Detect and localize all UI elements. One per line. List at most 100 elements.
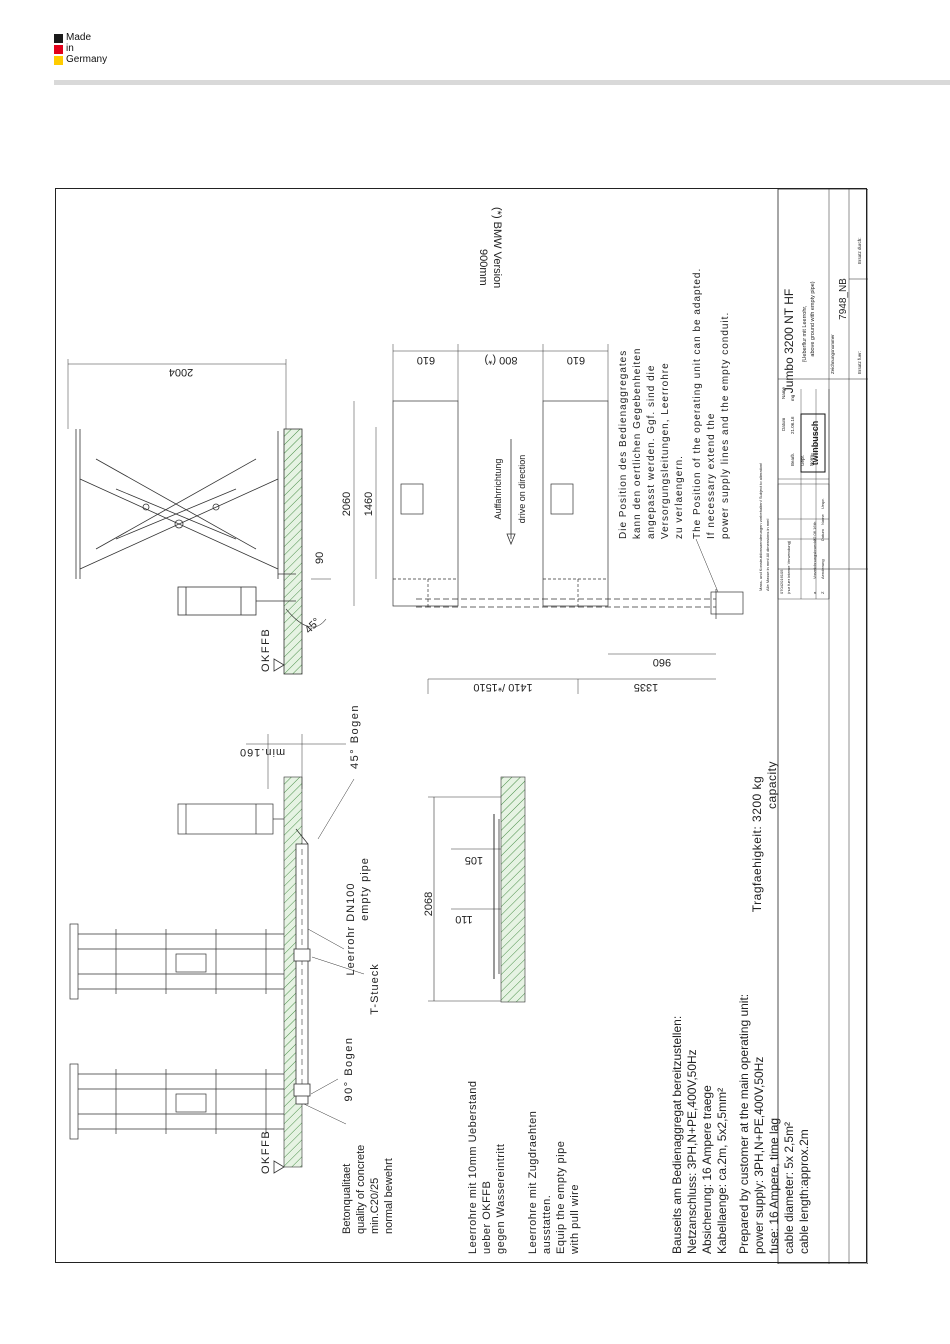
dim-2004: 2004 <box>67 359 287 429</box>
subtitle-de: (Ueberflur mit Leerrohr, <box>802 305 808 362</box>
beton-en-label: quality of concrete <box>355 1145 367 1234</box>
plan-view <box>392 400 744 619</box>
pipe-note-line-1: Leerrohre mit 10mm Ueberstand <box>467 1081 479 1254</box>
dim-800-label: 800 (*) <box>484 354 517 366</box>
dim-610b-label: 610 <box>567 354 585 366</box>
technical-drawing-sheet: Jumbo 3200 NT HF (Ueberflur mit Leerrohr… <box>55 188 869 1265</box>
dim-105-label: 105 <box>465 854 483 866</box>
revision-name: th <box>812 522 817 525</box>
drive-en-label: drive on direction <box>517 455 527 524</box>
replaced-by-label: Ersatz durch: <box>857 237 862 264</box>
lift-side-view <box>75 428 303 675</box>
dim-1410-label: 1410 /*1510 <box>473 681 532 693</box>
internal-use-note: (nur fuer interne Verwendung) <box>786 540 791 594</box>
title-text: Jumbo 3200 NT HF <box>782 289 796 394</box>
project-number: 07042016105 <box>779 569 784 594</box>
dim-960-label: 960 <box>653 656 671 668</box>
okffb-top-label: OKFFB <box>260 628 272 672</box>
angle-45-label: 45° <box>303 616 323 636</box>
pipe-section-view <box>283 776 311 1168</box>
drive-direction-arrow: Auffahrrichtung drive on direction <box>493 439 527 546</box>
power-en-line-1: Prepared by customer at the main operati… <box>737 994 751 1254</box>
drawing-number: 7948_NB <box>838 278 849 320</box>
dim-2060-label: 2060 <box>341 492 353 516</box>
foundation-plan-drawing: Jumbo 3200 NT HF (Ueberflur mit Leerrohr… <box>67 188 869 1265</box>
date-value: 21.06.16 <box>790 416 795 434</box>
datum-label: Datum <box>781 417 786 431</box>
pipe-note-line-2: ueber OKFFB <box>481 1181 493 1254</box>
flag-yellow-square <box>54 55 63 65</box>
revision-label: a <box>812 591 817 594</box>
dim-110-label: 110 <box>455 913 473 925</box>
drawing-number-label: Zeichnungsnummer <box>830 334 835 374</box>
beton-bew-label: normal bewehrt <box>383 1158 395 1234</box>
bmw-version-label: (*) BMW Version <box>491 207 503 288</box>
dim-90-label: 90 <box>314 552 326 564</box>
wire-note-line-1: Leerrohre mit Zugdraehten <box>527 1111 539 1254</box>
col-origin-label: Urspr. <box>820 498 825 509</box>
pos-de-line-5: zu verlaengern. <box>674 455 685 539</box>
flag-black-square <box>54 33 63 43</box>
notice-line-2: Alle Masse in mm! All dimensions in mm! <box>765 519 770 591</box>
beton-de-label: Betonqualitaet <box>341 1164 353 1234</box>
platform-left <box>392 400 459 607</box>
dim-2004-label: 2004 <box>169 366 193 378</box>
operating-unit-note: Die Position des Bedienaggregates kann d… <box>618 268 731 593</box>
lift-front-view-1 <box>69 923 284 1000</box>
drive-de-label: Auffahrrichtung <box>493 459 503 520</box>
dim-min160-label: min.160 <box>239 746 285 758</box>
flag-red-square <box>54 44 63 54</box>
pipe-note-line-3: gegen Wassereintritt <box>495 1144 507 1254</box>
power-de-line-4: Kabellaenge: ca.2m, 5x2,5mm² <box>715 1088 729 1254</box>
pos-de-line-4: Versorgungsleitungen, Leerrohre <box>660 362 671 539</box>
name-value: mg <box>790 394 795 401</box>
revision-text: Vorzeichnungsbruecke <box>812 538 817 579</box>
power-en-line-2: power supply: 3PH,N+PE,400V,50Hz <box>752 1057 766 1254</box>
beton-c-label: min.C20/25 <box>369 1178 381 1234</box>
concrete-slab-top <box>283 428 303 675</box>
power-de-line-3: Absicherung: 16 Ampere traege <box>700 1085 714 1254</box>
pos-de-line-3: angepasst werden. Ggf. sind die <box>646 365 657 539</box>
pit-section-view: 2068 105 110 <box>423 776 526 1003</box>
col-date-label: Datum <box>820 529 825 541</box>
col-change-label: Aenderung <box>820 559 825 579</box>
dim-1460-label: 1460 <box>363 492 375 516</box>
platform-right <box>542 400 609 607</box>
brand-line-made: Made <box>66 32 92 43</box>
pos-de-line-1: Die Position des Bedienaggregates <box>618 350 629 539</box>
lift-front-view-2 <box>69 1063 284 1140</box>
capacity-label: Tragfaehigkeit: 3200 kg <box>750 776 764 912</box>
name-label: Name <box>781 386 786 399</box>
title-block: Jumbo 3200 NT HF (Ueberflur mit Leerrohr… <box>758 188 869 1265</box>
plan-dimensions <box>353 344 716 694</box>
col-z-label: Z <box>820 591 825 594</box>
leerrohr-en-label: empty pipe <box>359 857 371 921</box>
wire-note-line-2: ausstatten. <box>541 1195 553 1254</box>
dim-1335-label: 1335 <box>634 681 658 693</box>
pos-en-line-1: The Position of the operating unit can b… <box>692 268 703 539</box>
power-de-line-1: Bauseits am Bedienaggregat bereitzustell… <box>670 1016 684 1254</box>
dim-min160: min.160 <box>239 734 346 789</box>
notice-line-1: Mass- und Konstruktionsaenderungen vorbe… <box>758 463 763 591</box>
made-in-germany-badge: Made in Germany <box>54 33 107 66</box>
brand-line-germany: Germany <box>66 54 108 65</box>
power-de-line-2: Netzanschluss: 3PH,N+PE,400V,50Hz <box>685 1049 699 1254</box>
power-en-line-5: cable length:approx.2m <box>797 1129 811 1254</box>
header-divider <box>54 80 950 85</box>
bogen-45-label: 45° Bogen <box>349 704 361 769</box>
wire-note-line-3: Equip the empty pipe <box>555 1141 567 1254</box>
t-stueck-label: T-Stueck <box>369 963 381 1014</box>
dim-2068-label: 2068 <box>423 892 435 916</box>
col-name-label: Name <box>820 514 825 525</box>
power-en-line-4: cable diameter: 5x 2,5m² <box>782 1122 796 1254</box>
replace-for-label: Ersatz fuer: <box>857 351 862 374</box>
power-supply-notes: Bauseits am Bedienaggregat bereitzustell… <box>670 994 811 1254</box>
gepr-label: Gepr. <box>800 455 805 466</box>
operating-unit-side <box>177 803 284 835</box>
operating-unit-plan <box>710 591 744 615</box>
okffb-bottom-label: OKFFB <box>260 1130 272 1174</box>
wire-note-line-4: with pull wire <box>569 1184 581 1255</box>
subtitle-en: above ground with empty pipe) <box>810 281 816 356</box>
logo-text: twinbusch <box>810 421 820 466</box>
pos-en-line-3: power supply lines and the empty conduit… <box>720 312 731 539</box>
